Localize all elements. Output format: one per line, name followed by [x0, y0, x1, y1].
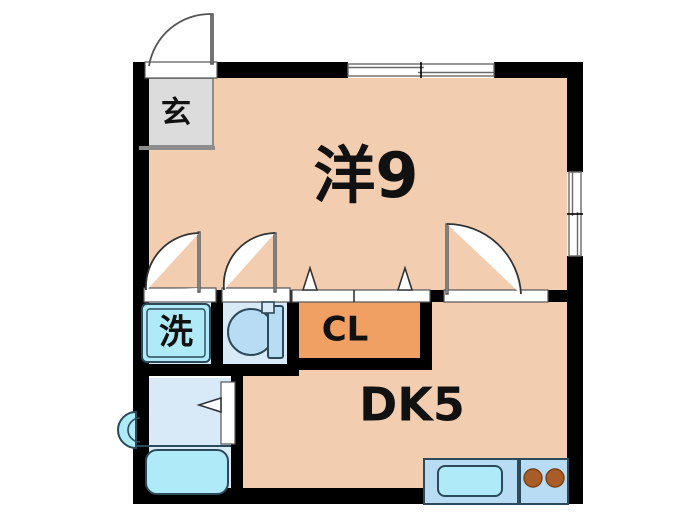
- entrance-label: 玄: [161, 96, 191, 131]
- bathroom-door: [196, 381, 236, 445]
- wall-west: [133, 62, 149, 504]
- wall-east: [567, 62, 583, 504]
- north-window: [347, 62, 495, 78]
- entrance-door: [144, 13, 218, 79]
- closet-floor: [296, 302, 426, 362]
- room-labels: 洋9 DK5 CL 洗 玄: [159, 96, 465, 432]
- windows: [347, 62, 583, 257]
- doors: [143, 13, 549, 445]
- kitchen-counter: [423, 458, 569, 505]
- wall-toilet-east: [287, 296, 299, 370]
- closet-label: CL: [322, 310, 369, 350]
- wall-entrance-south: [139, 146, 215, 150]
- toilet-tank: [267, 305, 284, 359]
- laundry-door: [143, 231, 217, 303]
- burner-left-icon: [523, 468, 543, 488]
- toilet-fixture: [227, 301, 284, 359]
- wall-wet-zone-south: [133, 364, 299, 376]
- washing-machine-space: [141, 303, 211, 363]
- wall-closet-south: [288, 358, 432, 370]
- toilet-lever: [261, 301, 275, 314]
- main-room-door: [443, 223, 549, 303]
- wall-laundry-toilet: [211, 296, 223, 370]
- kitchen-sink: [437, 465, 503, 497]
- toilet-door: [221, 232, 291, 303]
- bathtub: [145, 449, 229, 495]
- main-room-label: 洋9: [313, 139, 418, 212]
- wall-closet-east: [420, 296, 432, 366]
- closet-door: [291, 265, 431, 303]
- dining-kitchen-label: DK5: [359, 378, 465, 432]
- bathroom-fixtures: [117, 410, 231, 495]
- wash-basin: [117, 410, 137, 450]
- burner-right-icon: [545, 468, 565, 488]
- fixtures: [117, 301, 569, 505]
- east-window: [567, 171, 583, 257]
- laundry-label: 洗: [159, 313, 193, 353]
